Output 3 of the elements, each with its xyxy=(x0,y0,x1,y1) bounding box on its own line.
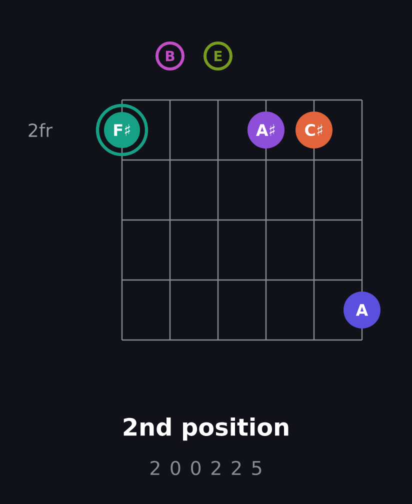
fret-number: 2fr xyxy=(28,123,53,137)
fingering-caption: 2 0 0 2 2 5 xyxy=(150,460,262,476)
title: 2nd position xyxy=(124,417,288,441)
